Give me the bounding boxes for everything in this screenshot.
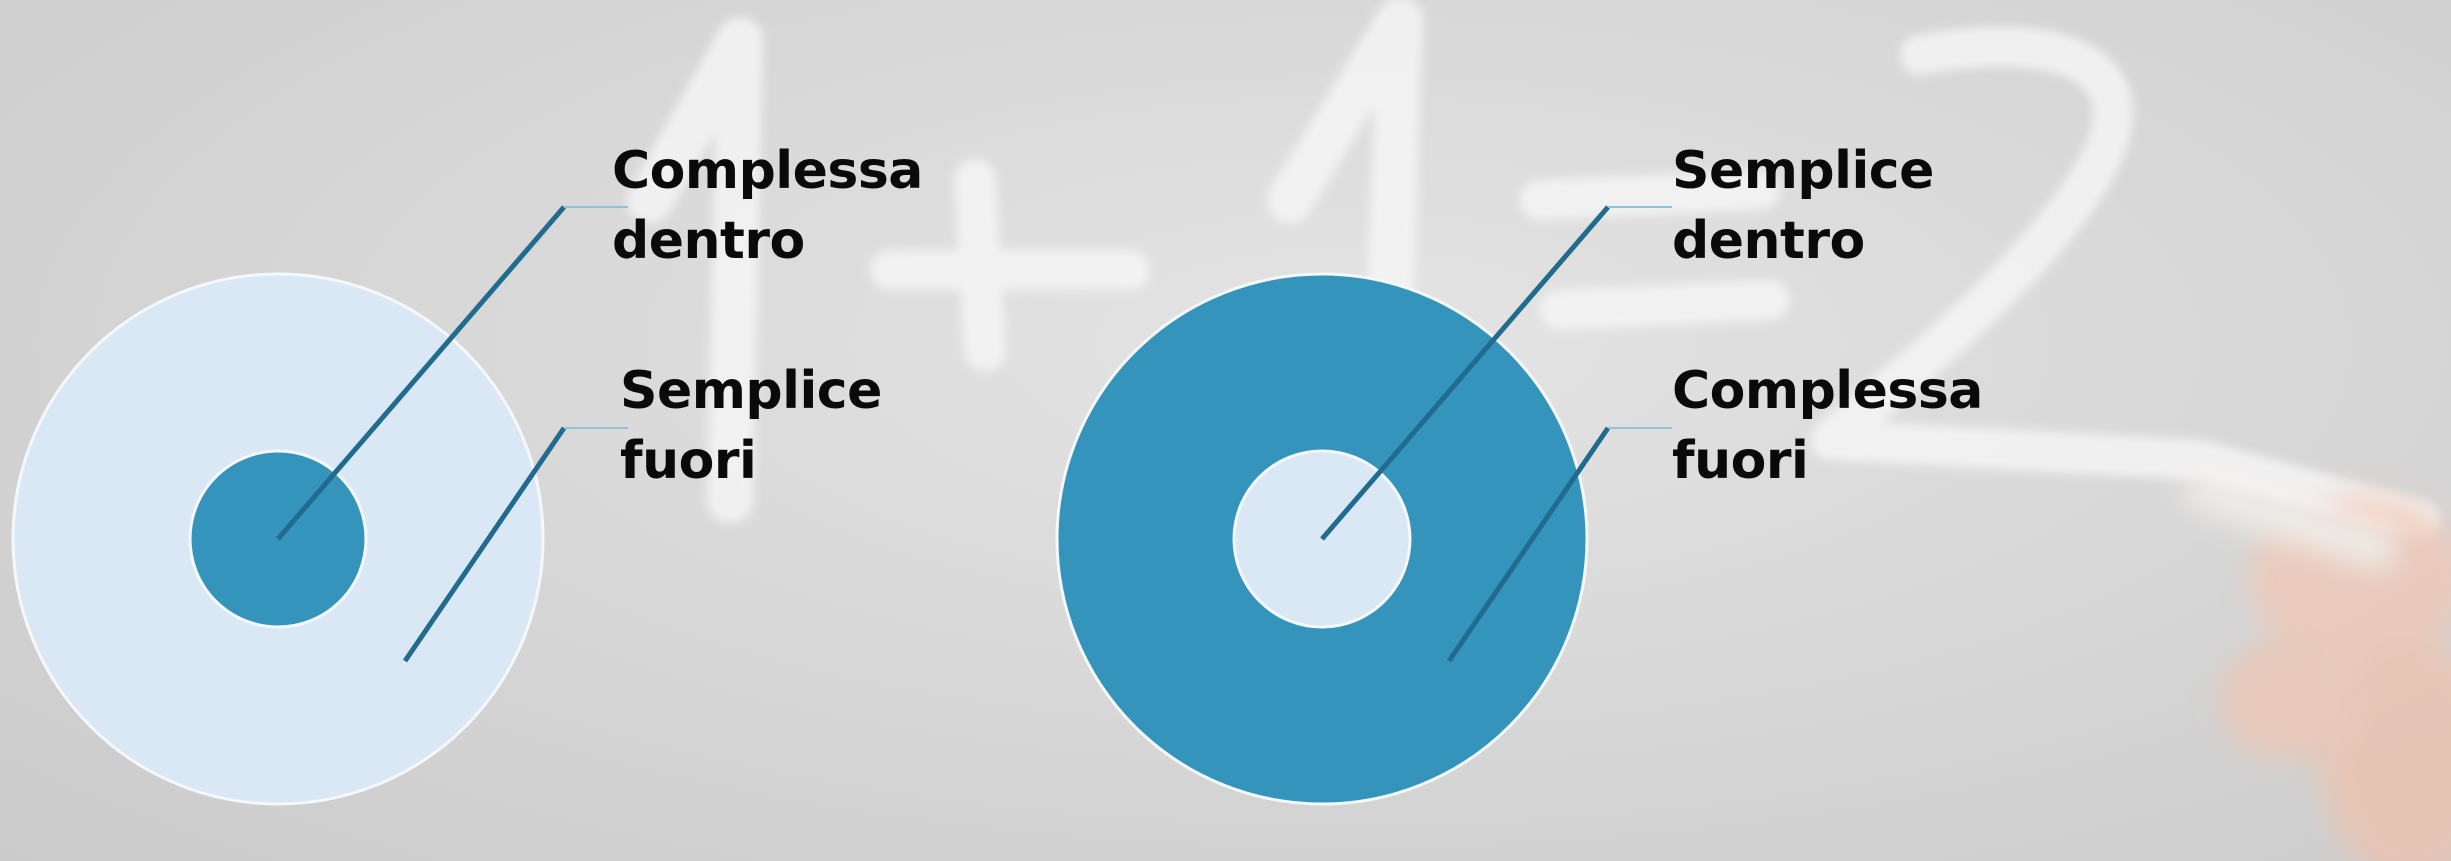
right-inner-label-line2: dentro [1672,211,1865,271]
left-inner-label-line2: dentro [612,211,805,271]
right-diagram-outer-leader-line [1446,426,1611,663]
right-outer-label: Complessa fuori [1672,356,1983,496]
left-outer-label-line1: Semplice [620,361,882,421]
left-diagram-inner-leader-line [276,205,566,541]
left-inner-label-line1: Complessa [612,141,923,201]
right-outer-label-line2: fuori [1672,431,1809,491]
right-inner-label: Semplice dentro [1672,136,1934,276]
right-diagram-inner-leader-line [1320,205,1610,541]
left-outer-label-line2: fuori [620,431,757,491]
right-inner-label-line1: Semplice [1672,141,1934,201]
right-outer-label-line1: Complessa [1672,361,1983,421]
left-inner-label: Complessa dentro [612,136,923,276]
left-outer-label: Semplice fuori [620,356,882,496]
left-diagram-outer-leader-line [402,426,567,663]
